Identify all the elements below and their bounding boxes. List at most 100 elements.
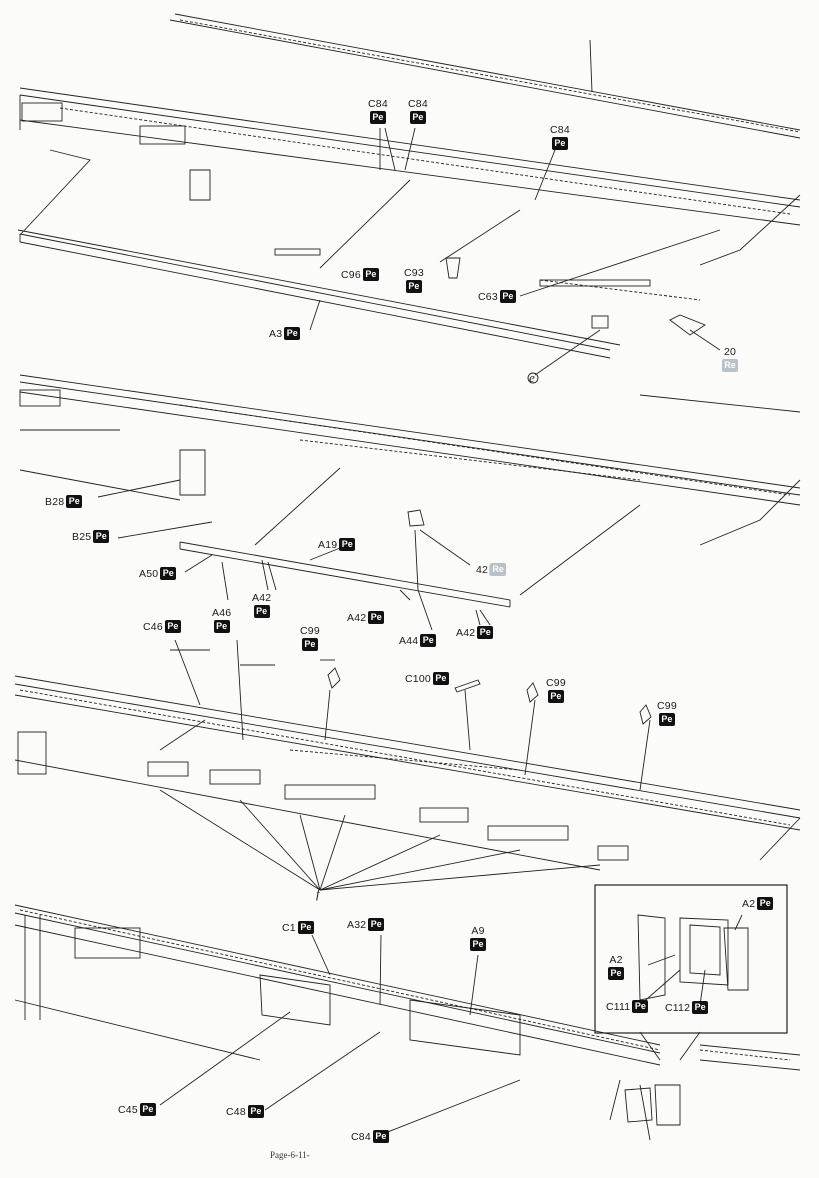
callout-code: C96 — [341, 268, 361, 281]
step1-side-strip-a3 — [19, 233, 611, 359]
callout-code: A46 — [212, 607, 232, 619]
pe-badge: Pe — [284, 327, 301, 340]
callout-c84-1: C84 Pe — [368, 98, 388, 124]
callout-c84-2: C84 Pe — [408, 98, 428, 124]
step2-side-strip — [179, 541, 511, 608]
pe-badge: Pe — [372, 1130, 389, 1143]
step1-hull-section — [17, 13, 801, 346]
callout-a50: A50 Pe — [139, 567, 177, 580]
callout-code: 20 — [723, 346, 737, 358]
callout-inset-c112: C112 Pe — [665, 1001, 709, 1014]
pe-badge: Pe — [477, 626, 494, 639]
callout-inset-a2-right: A2 Pe — [742, 897, 774, 910]
callout-c45: C45 Pe — [118, 1103, 156, 1116]
callout-a42-2: A42 Pe — [347, 611, 385, 624]
callout-a19: A19 Pe — [318, 538, 356, 551]
callout-code: C99 — [546, 677, 566, 689]
callout-b25: B25 Pe — [72, 530, 110, 543]
callout-code: A42 — [252, 592, 272, 604]
callout-code: B28 — [45, 495, 65, 508]
step4-detail-inset — [594, 884, 788, 1061]
callout-c99-2: C99 Pe — [546, 677, 566, 703]
step4-inset-part-c111 — [624, 1084, 681, 1126]
step4-hull-section — [14, 904, 801, 1141]
pe-badge: Pe — [362, 268, 379, 281]
pe-badge: Pe — [757, 897, 774, 910]
pe-badge: Pe — [608, 967, 624, 980]
callout-code: A44 — [399, 634, 419, 647]
callout-42: 42 Re — [476, 563, 507, 576]
callout-c48: C48 Pe — [226, 1105, 264, 1118]
resin-badge: Re — [490, 563, 507, 576]
callout-code: A3 — [269, 327, 283, 340]
callout-code: A50 — [139, 567, 159, 580]
step2-deck-rail — [179, 404, 791, 496]
callout-code: C93 — [404, 267, 424, 279]
step4-leader-lines — [159, 934, 621, 1136]
step3-hull-section — [14, 639, 801, 871]
callout-code: C84 — [408, 98, 428, 110]
callout-c99-3: C99 Pe — [657, 700, 677, 726]
pe-badge: Pe — [93, 530, 110, 543]
pe-badge: Pe — [470, 938, 486, 951]
pe-badge: Pe — [301, 638, 318, 651]
callout-code: C48 — [226, 1105, 246, 1118]
callout-code: A42 — [456, 626, 476, 639]
callout-code: C112 — [665, 1001, 691, 1014]
callout-a46: A46 Pe — [212, 607, 231, 633]
callout-code: C111 — [606, 1000, 631, 1013]
step3-deck-rail — [19, 689, 791, 826]
step4-deck-rail — [19, 909, 791, 1061]
pe-badge: Pe — [692, 1001, 709, 1014]
step2-hull-section — [19, 374, 801, 546]
callout-a42-3: A42 Pe — [456, 626, 494, 639]
pe-badge: Pe — [339, 538, 356, 551]
pe-badge: Pe — [420, 634, 437, 647]
pe-badge: Pe — [405, 280, 422, 293]
pe-badge: Pe — [164, 620, 181, 633]
callout-code: C45 — [118, 1103, 138, 1116]
pe-badge: Pe — [658, 713, 675, 726]
step3-gun-tubs — [147, 761, 629, 861]
callout-code: C84 — [550, 124, 570, 136]
callout-b28: B28 Pe — [45, 495, 83, 508]
callout-code: C1 — [282, 921, 296, 934]
callout-inset-a2-left: A2 Pe — [608, 954, 624, 980]
step3-leader-lines — [159, 639, 651, 891]
pe-badge: Pe — [66, 495, 83, 508]
pe-badge: Pe — [368, 611, 385, 624]
step2-leader-lines — [97, 467, 641, 631]
callout-code: C99 — [657, 700, 677, 712]
callout-code: A19 — [318, 538, 338, 551]
callout-a44: A44 Pe — [399, 634, 437, 647]
callout-c84-4: C84 Pe — [351, 1130, 389, 1143]
step1-deck-rail — [59, 19, 801, 301]
page-number: Page-6-11- — [270, 1150, 310, 1160]
callout-code: C84 — [351, 1130, 371, 1143]
callout-c1: C1 Pe — [282, 921, 314, 934]
callout-20: 20 Re — [722, 346, 738, 372]
pe-badge: Pe — [139, 1103, 156, 1116]
callout-c99-1: C99 Pe — [300, 625, 320, 651]
callout-c93: C93 Pe — [404, 267, 424, 293]
pe-badge: Pe — [632, 1000, 649, 1013]
callout-code: 42 — [476, 563, 489, 576]
step1-leader-lines — [19, 127, 721, 376]
callout-code: A32 — [347, 918, 367, 931]
callout-code: B25 — [72, 530, 92, 543]
pe-badge: Pe — [160, 567, 177, 580]
callout-a9: A9 Pe — [470, 925, 486, 951]
pe-badge: Pe — [368, 918, 385, 931]
callout-a42-1: A42 Pe — [252, 592, 271, 618]
callout-code: A9 — [471, 925, 485, 937]
pe-badge: Pe — [547, 690, 564, 703]
callout-c46: C46 Pe — [143, 620, 181, 633]
callout-a32: A32 Pe — [347, 918, 385, 931]
pe-badge: Pe — [499, 290, 516, 303]
callout-c96: C96 Pe — [341, 268, 379, 281]
pe-badge: Pe — [369, 111, 386, 124]
pe-badge: Pe — [247, 1105, 264, 1118]
detail-letter-f: f — [316, 886, 320, 901]
callout-c100: C100 Pe — [405, 672, 449, 685]
